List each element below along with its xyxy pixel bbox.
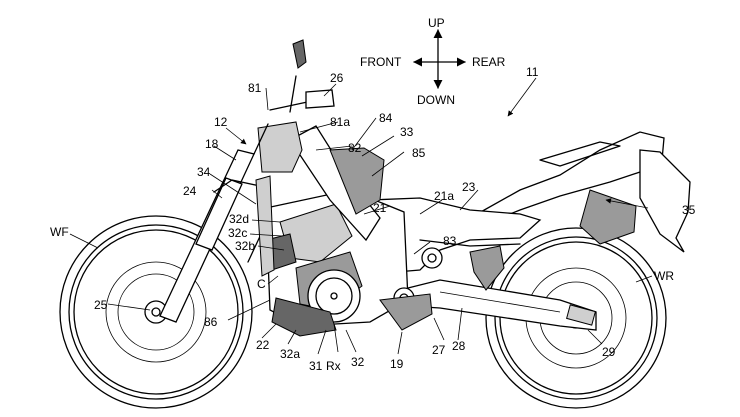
reference-labels: 11 12 18 19 21 21a 22 23 24 25 26 27 28 … — [50, 65, 696, 373]
label-Rx: Rx — [326, 359, 341, 373]
rear-body — [468, 131, 691, 253]
direction-rear-label: REAR — [472, 55, 506, 69]
label-11: 11 — [526, 65, 539, 79]
label-24: 24 — [183, 184, 197, 198]
front-fork — [159, 39, 335, 323]
label-26: 26 — [330, 71, 344, 85]
label-85: 85 — [412, 146, 426, 160]
label-21a: 21a — [434, 189, 454, 203]
leader-lines — [69, 77, 653, 355]
label-83: 83 — [443, 234, 457, 248]
label-WR: WR — [654, 269, 674, 283]
label-32b: 32b — [235, 239, 255, 253]
label-25: 25 — [94, 298, 108, 312]
label-31: 31 — [309, 359, 323, 373]
label-84: 84 — [379, 111, 393, 125]
label-34: 34 — [197, 165, 211, 179]
intake-duct — [257, 121, 385, 242]
label-33: 33 — [400, 125, 414, 139]
label-21: 21 — [373, 201, 387, 215]
label-WF: WF — [50, 225, 69, 239]
direction-down-label: DOWN — [417, 93, 455, 107]
front-wheel — [59, 215, 253, 409]
label-86: 86 — [204, 315, 218, 329]
label-19: 19 — [390, 357, 404, 371]
label-18: 18 — [205, 137, 219, 151]
label-29: 29 — [602, 345, 616, 359]
label-23: 23 — [462, 180, 476, 194]
label-32: 32 — [351, 355, 365, 369]
direction-front-label: FRONT — [360, 55, 402, 69]
label-32c: 32c — [228, 226, 247, 240]
label-32a: 32a — [280, 347, 300, 361]
swing-arm — [407, 279, 597, 331]
label-28: 28 — [452, 339, 466, 353]
label-81: 81 — [248, 81, 262, 95]
label-35: 35 — [682, 203, 696, 217]
direction-up-label: UP — [428, 16, 445, 30]
label-22: 22 — [256, 338, 270, 352]
label-82: 82 — [348, 141, 362, 155]
label-C: C — [257, 277, 266, 291]
direction-compass: UP DOWN FRONT REAR — [360, 16, 506, 107]
label-12: 12 — [214, 115, 228, 129]
label-81a: 81a — [330, 115, 350, 129]
label-32d: 32d — [229, 212, 249, 226]
label-27: 27 — [432, 343, 446, 357]
